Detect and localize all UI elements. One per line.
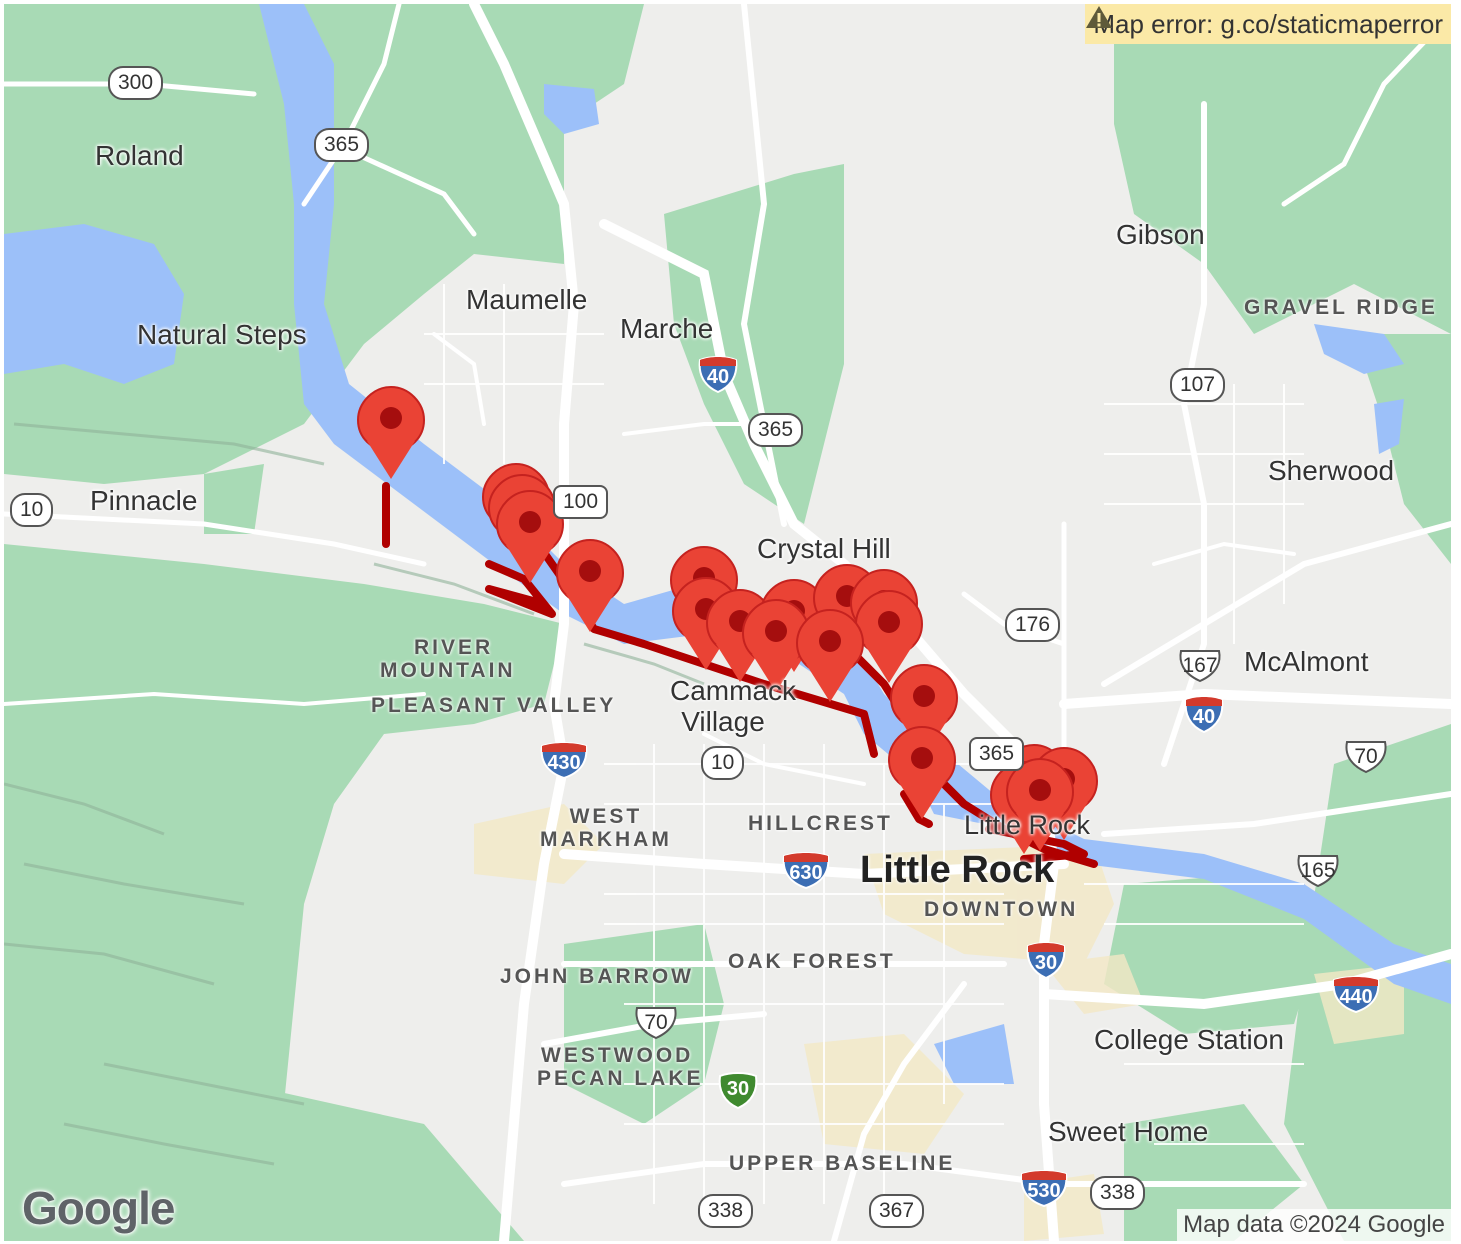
us-route-shield-70: 70 (634, 1006, 678, 1040)
map-marker[interactable] (556, 539, 624, 633)
place-label-westwood: WESTWOOD (541, 1044, 694, 1067)
interstate-shield-30-number: 30 (1034, 952, 1058, 974)
interstate-shield-shape (698, 356, 738, 394)
interstate-shield-40: 40 (1182, 694, 1226, 734)
place-label-north-little-rock: Little Rock (964, 810, 1091, 840)
warning-icon (1086, 6, 1113, 28)
green-shield-shape (718, 1072, 758, 1110)
place-label-john-barrow: JOHN BARROW (500, 965, 694, 988)
route-shield-10: 10 (701, 746, 745, 780)
map-error-banner[interactable]: Map error: g.co/staticmaperror (1085, 4, 1451, 44)
route-shield-365: 365 (969, 737, 1025, 771)
place-label-cammack-line-1: Cammack (670, 675, 797, 706)
interstate-shield-530-number: 530 (1027, 1180, 1061, 1202)
us-route-shield-167: 167 (1178, 649, 1222, 683)
state-highway-shield-30-number: 30 (726, 1078, 750, 1100)
map-marker[interactable] (796, 609, 864, 703)
street-grid (424, 284, 1304, 1204)
us-shield-shape (635, 1007, 677, 1040)
route-shield-365: 365 (748, 413, 804, 447)
google-logo: Google (22, 1182, 175, 1234)
us-shield-shape (1179, 650, 1221, 683)
map-base-layer (4, 4, 1451, 1241)
place-label-sherwood: Sherwood (1268, 455, 1395, 486)
route-shield-107: 107 (1170, 368, 1226, 402)
route-shield-338: 338 (1090, 1176, 1146, 1210)
map-marker[interactable] (357, 386, 425, 480)
place-label-mcalmont: McAlmont (1244, 646, 1369, 677)
place-label-river-mountain: RIVER MOUNTAIN (380, 636, 516, 682)
place-label-little-rock: Little Rock (860, 849, 1055, 891)
place-label-oak-forest: OAK FOREST (728, 950, 896, 973)
terrain-ridges (4, 422, 705, 1166)
route-shield-367: 367 (869, 1194, 925, 1228)
place-label-west-markham-line-2: MARKHAM (540, 828, 672, 851)
map-canvas[interactable]: Roland Natural Steps Pinnacle Maumelle M… (4, 4, 1451, 1241)
us-route-shield-165: 165 (1296, 854, 1340, 888)
interstate-shield-30: 30 (1024, 940, 1068, 980)
route-shield-300: 300 (108, 66, 164, 100)
place-label-pleasant-valley: PLEASANT VALLEY (371, 694, 617, 717)
place-label-gibson: Gibson (1116, 219, 1205, 250)
us-route-shield-165-number: 165 (1300, 859, 1336, 882)
place-label-west-markham-line-1: WEST (569, 805, 643, 828)
us-route-shield-70-number: 70 (1354, 745, 1378, 768)
interstate-shield-430: 430 (538, 740, 590, 780)
interstate-shield-shape (782, 852, 830, 890)
us-shield-shape (1345, 741, 1387, 774)
road-network (4, 4, 1451, 1241)
interstate-shield-40-number: 40 (1192, 706, 1216, 728)
us-shield-shape (1297, 855, 1339, 888)
map-attribution: Map data ©2024 Google (1177, 1209, 1451, 1241)
place-label-river-mountain-line-1: RIVER (414, 636, 494, 659)
place-label-cammack-village: Cammack Village (670, 675, 796, 737)
place-label-pinnacle: Pinnacle (90, 485, 198, 516)
route-shield-176: 176 (1005, 608, 1061, 642)
place-label-upper-baseline: UPPER BASELINE (729, 1152, 956, 1175)
interstate-shield-630-number: 630 (789, 862, 823, 884)
interstate-shield-40: 40 (696, 354, 740, 394)
interstate-shield-630: 630 (780, 850, 832, 890)
state-highway-shield-30: 30 (716, 1070, 760, 1110)
route-shield-10: 10 (10, 493, 54, 527)
interstate-shield-530: 530 (1018, 1168, 1070, 1208)
place-label-west-markham: WEST MARKHAM (540, 805, 672, 851)
us-route-shield-70-number: 70 (644, 1011, 668, 1034)
place-label-natural-steps: Natural Steps (137, 319, 307, 350)
us-route-shield-167-number: 167 (1182, 654, 1218, 677)
route-shield-338: 338 (698, 1194, 754, 1228)
route-shield-365: 365 (314, 128, 370, 162)
place-label-hillcrest: HILLCREST (748, 812, 893, 835)
interstate-shield-shape (540, 742, 588, 780)
place-label-sweet-home: Sweet Home (1048, 1116, 1209, 1147)
place-label-crystal-hill: Crystal Hill (757, 533, 891, 564)
interstate-shield-shape (1184, 696, 1224, 734)
place-label-river-mountain-line-2: MOUNTAIN (380, 659, 516, 682)
us-route-shield-70: 70 (1344, 740, 1388, 774)
interstate-shield-430-number: 430 (547, 752, 581, 774)
place-label-marche: Marche (620, 313, 714, 344)
place-label-roland: Roland (95, 140, 184, 171)
interstate-shield-440: 440 (1330, 974, 1382, 1014)
route-shield-100: 100 (553, 485, 609, 519)
interstate-shield-40-number: 40 (706, 366, 730, 388)
interstate-shield-shape (1332, 976, 1380, 1014)
map-marker[interactable] (888, 726, 956, 820)
place-label-gravel-ridge: GRAVEL RIDGE (1244, 296, 1438, 319)
map-error-text: Map error: g.co/staticmaperror (1093, 9, 1443, 39)
place-label-pecan-lake: PECAN LAKE (537, 1067, 704, 1090)
place-label-downtown: DOWNTOWN (924, 898, 1079, 921)
place-label-cammack-line-2: Village (681, 706, 765, 737)
place-label-maumelle: Maumelle (466, 284, 588, 315)
place-label-college-station: College Station (1094, 1024, 1284, 1055)
interstate-shield-shape (1026, 942, 1066, 980)
interstate-shield-440-number: 440 (1339, 986, 1373, 1008)
interstate-shield-shape (1020, 1170, 1068, 1208)
